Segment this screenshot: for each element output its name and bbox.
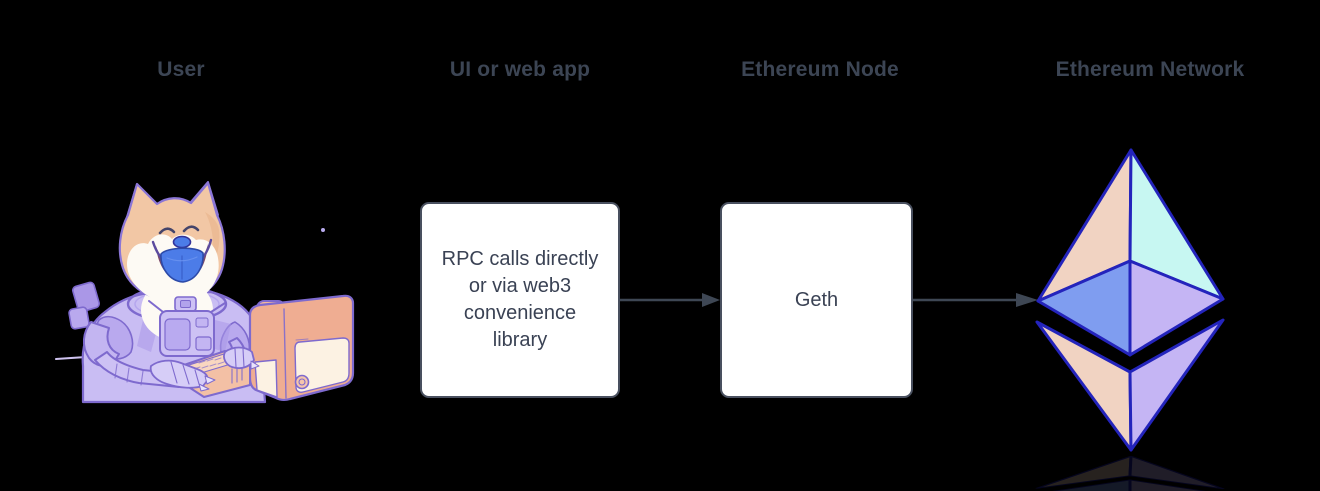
doge-left-shoulder-armor <box>68 281 101 330</box>
doge-chest-pack <box>148 296 226 357</box>
doge-head <box>118 181 226 303</box>
arrow-node-to-network <box>913 293 1038 307</box>
rpc-calls-box: RPC calls directly or via web3 convenien… <box>420 202 620 398</box>
doge-astronaut-illustration <box>55 181 355 404</box>
doge-hands <box>149 346 260 392</box>
column-header-user: User <box>157 58 205 81</box>
ethereum-diamond <box>1035 148 1225 452</box>
column-header-ethereum-network: Ethereum Network <box>1055 58 1245 81</box>
column-header-ethereum-node: Ethereum Node <box>741 58 899 81</box>
doge-nose <box>172 235 192 249</box>
doge-left-eye <box>158 227 176 235</box>
ethereum-logo-icon <box>1035 148 1225 491</box>
computer-side-panel <box>294 337 350 393</box>
retro-computer <box>248 294 355 401</box>
computer-fan-detail <box>294 374 310 390</box>
geth-box: Geth <box>720 202 913 398</box>
ethereum-diamond-reflection <box>1035 454 1225 491</box>
computer-front-panel <box>254 359 278 398</box>
doge-right-eye <box>182 225 200 233</box>
column-header-ui-or-web-app: UI or web app <box>449 58 591 81</box>
arrow-ui-to-node <box>620 293 720 307</box>
rpc-calls-box-text: RPC calls directly or via web3 convenien… <box>441 248 599 351</box>
sparkle-dot <box>321 228 325 232</box>
geth-box-text: Geth <box>794 288 839 311</box>
